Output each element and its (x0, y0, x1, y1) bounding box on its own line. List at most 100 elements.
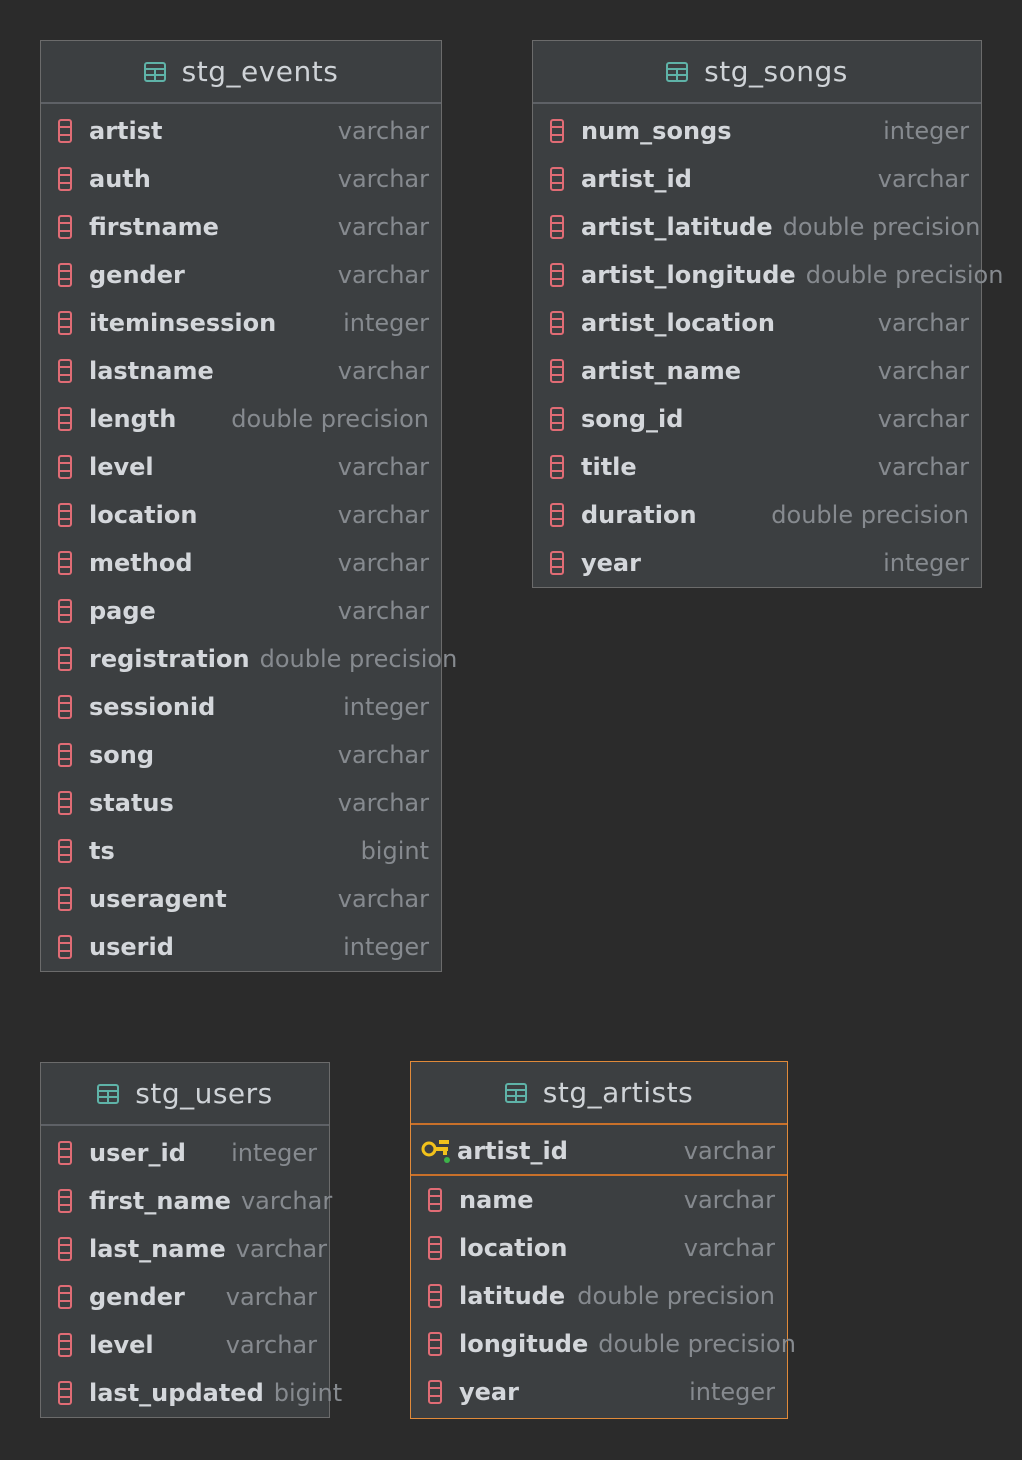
column-type: integer (883, 549, 969, 577)
column-type: varchar (337, 549, 429, 577)
column-row[interactable]: year integer (533, 539, 981, 587)
table-header[interactable]: stg_users (41, 1063, 329, 1126)
column-name: sessionid (89, 693, 216, 721)
table-header[interactable]: stg_songs (533, 41, 981, 104)
column-type: varchar (337, 117, 429, 145)
column-icon (550, 263, 564, 287)
table-icon (143, 61, 166, 82)
column-icon (550, 119, 564, 143)
column-type: varchar (235, 1235, 327, 1263)
column-type: varchar (877, 165, 969, 193)
column-icon (58, 359, 72, 383)
column-icon (428, 1188, 442, 1212)
column-type: varchar (337, 261, 429, 289)
column-name: longitude (459, 1330, 589, 1358)
column-name: artist_longitude (581, 261, 796, 289)
column-type: varchar (337, 741, 429, 769)
column-row[interactable]: method varchar (41, 539, 441, 587)
column-type: double precision (577, 1282, 775, 1310)
column-name: userid (89, 933, 174, 961)
column-icon (58, 695, 72, 719)
column-name: gender (89, 1283, 185, 1311)
column-icon (58, 1141, 72, 1165)
column-icon (58, 311, 72, 335)
column-name: duration (581, 501, 697, 529)
column-icon (550, 311, 564, 335)
table-name: stg_users (135, 1077, 273, 1110)
column-type: double precision (782, 213, 981, 241)
column-icon (428, 1380, 442, 1404)
table-header[interactable]: stg_artists (411, 1062, 787, 1125)
column-row[interactable]: duration double precision (533, 491, 981, 539)
column-icon (58, 263, 72, 287)
column-icon (428, 1236, 442, 1260)
column-type: varchar (877, 357, 969, 385)
column-type: integer (343, 309, 429, 337)
column-type: varchar (240, 1187, 333, 1215)
column-name: last_updated (89, 1379, 264, 1407)
column-name: status (89, 789, 174, 817)
column-name: num_songs (581, 117, 732, 145)
column-type: double precision (771, 501, 969, 529)
column-name: artist_id (457, 1137, 568, 1165)
column-row[interactable]: iteminsession integer (41, 299, 441, 347)
column-name: artist_location (581, 309, 775, 337)
column-name: method (89, 549, 193, 577)
column-type: varchar (337, 597, 429, 625)
column-row[interactable]: userid integer (41, 923, 441, 971)
table-header[interactable]: stg_events (41, 41, 441, 104)
column-icon (550, 503, 564, 527)
column-type: integer (343, 933, 429, 961)
column-name: gender (89, 261, 185, 289)
column-icon (550, 359, 564, 383)
column-icon (58, 791, 72, 815)
column-name: year (581, 549, 641, 577)
column-icon (550, 551, 564, 575)
column-row[interactable]: gender varchar (41, 251, 441, 299)
column-name: user_id (89, 1139, 186, 1167)
column-name: iteminsession (89, 309, 277, 337)
